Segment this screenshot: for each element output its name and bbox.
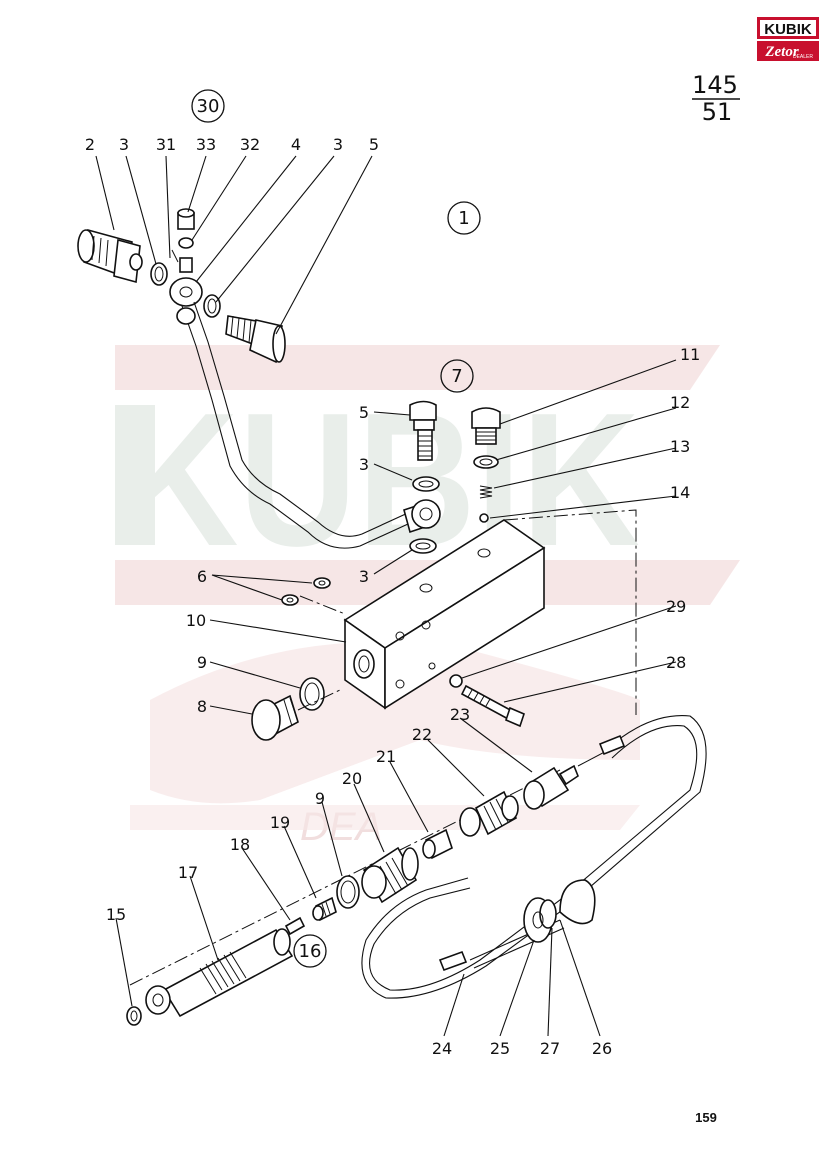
label-27: 27 [540,1039,560,1058]
label-23: 23 [450,705,470,724]
label-10: 10 [186,611,206,630]
svg-text:16: 16 [299,941,322,962]
label-3: 3 [333,135,343,154]
pipe [176,301,411,549]
label-31: 31 [156,135,176,154]
label-17: 17 [178,863,198,882]
label-26: 26 [592,1039,612,1058]
banjo-bolt-5a [225,315,286,364]
brand-small: DEALER [793,54,813,60]
label-6: 6 [197,567,207,586]
label-9: 9 [197,653,207,672]
leader-lines [95,155,677,1037]
assembly-axis-washers [299,595,346,615]
group-reference-30: 30 [191,89,225,123]
label-8: 8 [197,697,207,716]
part-labels: 2 3 31 33 32 4 3 5 11 12 13 14 5 3 3 6 1… [85,135,700,1058]
seal-ring-9a [299,677,325,711]
assembly-axis-block [503,509,637,715]
label-12: 12 [670,393,690,412]
banjo-bolt-2 [77,228,143,284]
label-9: 9 [315,789,325,808]
label-2: 2 [85,135,95,154]
page-ref-bottom: 51 [702,98,733,126]
screw-19 [312,896,337,922]
svg-text:30: 30 [197,96,220,117]
svg-text:7: 7 [451,366,462,387]
brand-top: KUBIK [764,21,812,38]
label-25: 25 [490,1039,510,1058]
group-reference-7: 7 [440,359,474,393]
svg-text:1: 1 [458,208,469,229]
sleeve-21 [422,828,453,860]
bleed-screw-33 [171,208,195,273]
label-5: 5 [369,135,379,154]
pipe-fitting-block7 [403,499,441,534]
ball-14 [479,513,489,523]
valve-block-10 [343,519,546,710]
seal-ring-3 [150,262,168,286]
label-15: 15 [106,905,126,924]
plug-8 [251,694,299,741]
label-33: 33 [196,135,216,154]
cable-24 [361,715,707,999]
seal-29 [449,674,463,688]
page-number: 159 [695,1110,717,1125]
page-reference: 145 51 [692,71,740,126]
brand-logo: KUBIK Zetor DEALER [757,17,819,61]
label-18: 18 [230,835,250,854]
seal-ring-12 [473,455,499,469]
seal-ring-3c [412,476,440,492]
watermark-text: KUBIK [120,374,640,586]
label-24: 24 [432,1039,452,1058]
ring-15 [126,1006,142,1026]
label-20: 20 [342,769,362,788]
assembly-axis-plug [297,689,341,711]
group-reference-16: 16 [293,934,327,968]
label-14: 14 [670,483,690,502]
nut-25-27 [523,897,557,943]
label-5: 5 [359,403,369,422]
page-ref-top: 145 [692,71,738,99]
label-4: 4 [291,135,301,154]
pin-18 [284,916,306,936]
ferrule-23 [523,764,579,810]
brand-bottom: Zetor [764,44,798,60]
piston-17 [145,928,294,1018]
banjo-fitting-4 [169,277,203,307]
nut-20 [361,846,419,904]
label-11: 11 [680,345,700,364]
group-reference-1: 1 [447,201,481,235]
bolt-28 [460,684,525,728]
label-22: 22 [412,725,432,744]
watermark: KUBIK DEA [115,345,740,849]
plug-11 [471,407,501,445]
seal-ring-9b [336,875,360,909]
label-28: 28 [666,653,686,672]
nipple-22 [459,790,519,837]
label-13: 13 [670,437,690,456]
label-3: 3 [359,455,369,474]
label-3: 3 [359,567,369,586]
label-32: 32 [240,135,260,154]
label-29: 29 [666,597,686,616]
seal-ring-3b [203,294,221,318]
spring-13 [479,485,493,499]
label-3: 3 [119,135,129,154]
label-21: 21 [376,747,396,766]
label-19: 19 [270,813,290,832]
seal-ring-3d [409,538,437,554]
plug-bolt-5b [409,400,437,461]
